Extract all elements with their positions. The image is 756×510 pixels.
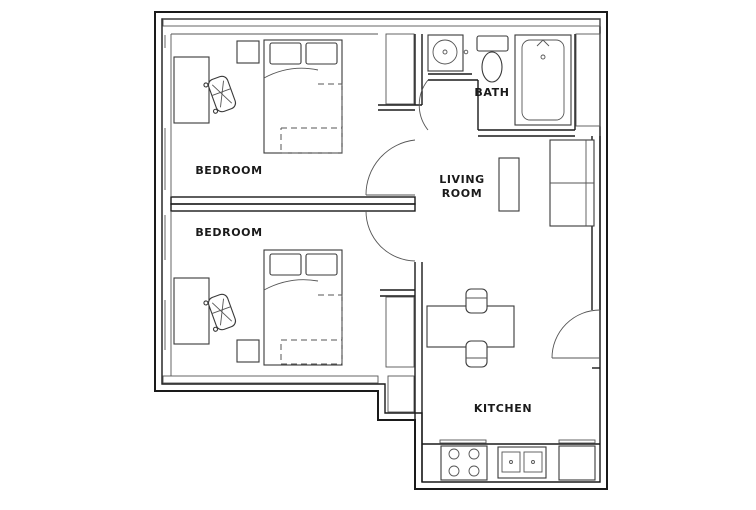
door-swings [365,79,601,359]
bath-fixtures [427,34,572,126]
label-kitchen: KITCHEN [474,402,532,415]
room-labels: BEDROOM BEDROOM BATH LIVING ROOM KITCHEN [195,86,532,415]
dining-chair-top [465,288,488,314]
bedroom-upper-furniture [173,39,343,154]
chair-upper [203,75,237,114]
pillow-upper-right [305,42,338,65]
dining-furniture [426,288,515,368]
pillow-upper-left [269,42,302,65]
toilet-bowl [481,51,503,83]
window-strips [162,18,601,384]
tv-console [498,157,520,212]
label-living-line1: LIVING [439,173,485,186]
refrigerator [558,445,596,481]
pillow-lower-left [269,253,302,276]
nightstand-lower [236,339,260,363]
toilet-tank [476,35,509,52]
dining-chair-bottom [465,340,488,368]
label-living-line2: ROOM [442,187,483,200]
desk-lower [173,277,210,345]
stove [440,445,488,481]
interior-walls [170,33,601,482]
pillow-lower-right [305,253,338,276]
label-bedroom-upper: BEDROOM [195,164,262,177]
bedroom-lower-furniture [173,249,343,366]
desk-upper [173,56,210,124]
kitchen-fixtures [422,439,600,481]
living-furniture [498,139,595,227]
chair-lower [203,293,237,332]
nightstand-upper [236,40,260,64]
bathtub [514,34,572,126]
label-bath: BATH [474,86,509,99]
label-bedroom-lower: BEDROOM [195,226,262,239]
